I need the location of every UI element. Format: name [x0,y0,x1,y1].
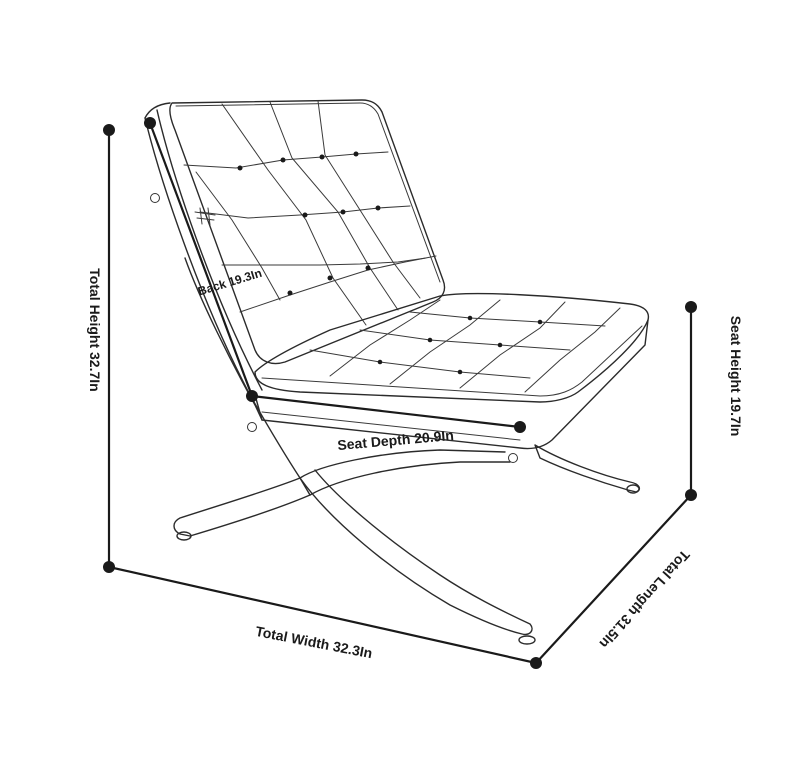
endpoint-dot [514,421,526,433]
back-cushion [169,99,446,365]
endpoint-dot [685,301,697,313]
seat-tufting [309,299,621,393]
seat-cushion [254,292,650,403]
dimension-lines [103,117,697,669]
endpoint-dot [103,561,115,573]
seat-buttons [377,315,543,375]
total-width-label: Total Width 32.3In [254,623,373,661]
back-tufting [183,100,437,326]
back-buttons [237,151,381,296]
endpoint-dot [246,390,258,402]
total-length-label: Total Length 31.5In [596,547,693,652]
seat-depth-label: Seat Depth 20.9In [337,427,455,453]
seat-height-label: Seat Height 19.7In [728,316,744,437]
tag-mark [194,207,216,226]
total-height-label: Total Height 32.7In [87,268,103,391]
rear-leg [534,444,641,493]
front-leg-left [173,477,311,537]
endpoint-dot [103,124,115,136]
endpoint-dot [685,489,697,501]
chair-illustration [144,99,650,645]
endpoint-dot [144,117,156,129]
front-leg-right [299,469,533,636]
endpoint-dot [530,657,542,669]
